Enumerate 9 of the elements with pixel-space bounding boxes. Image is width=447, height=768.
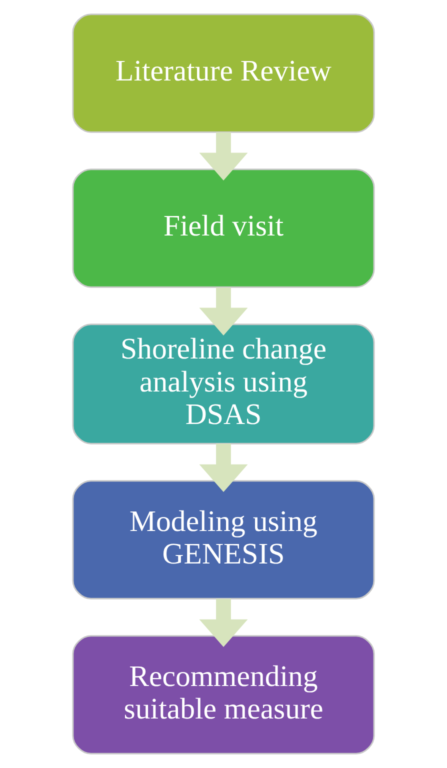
arrow <box>199 288 248 336</box>
node-box: Field visit <box>72 168 375 288</box>
node-box: Recommending suitable measure <box>72 635 375 754</box>
arrow <box>199 444 248 492</box>
node-box: Modeling using GENESIS <box>72 480 375 600</box>
node-box: Literature Review <box>72 14 375 133</box>
arrow <box>199 132 248 181</box>
node-box: Shoreline change analysis using DSAS <box>72 324 375 444</box>
arrow <box>199 598 248 648</box>
